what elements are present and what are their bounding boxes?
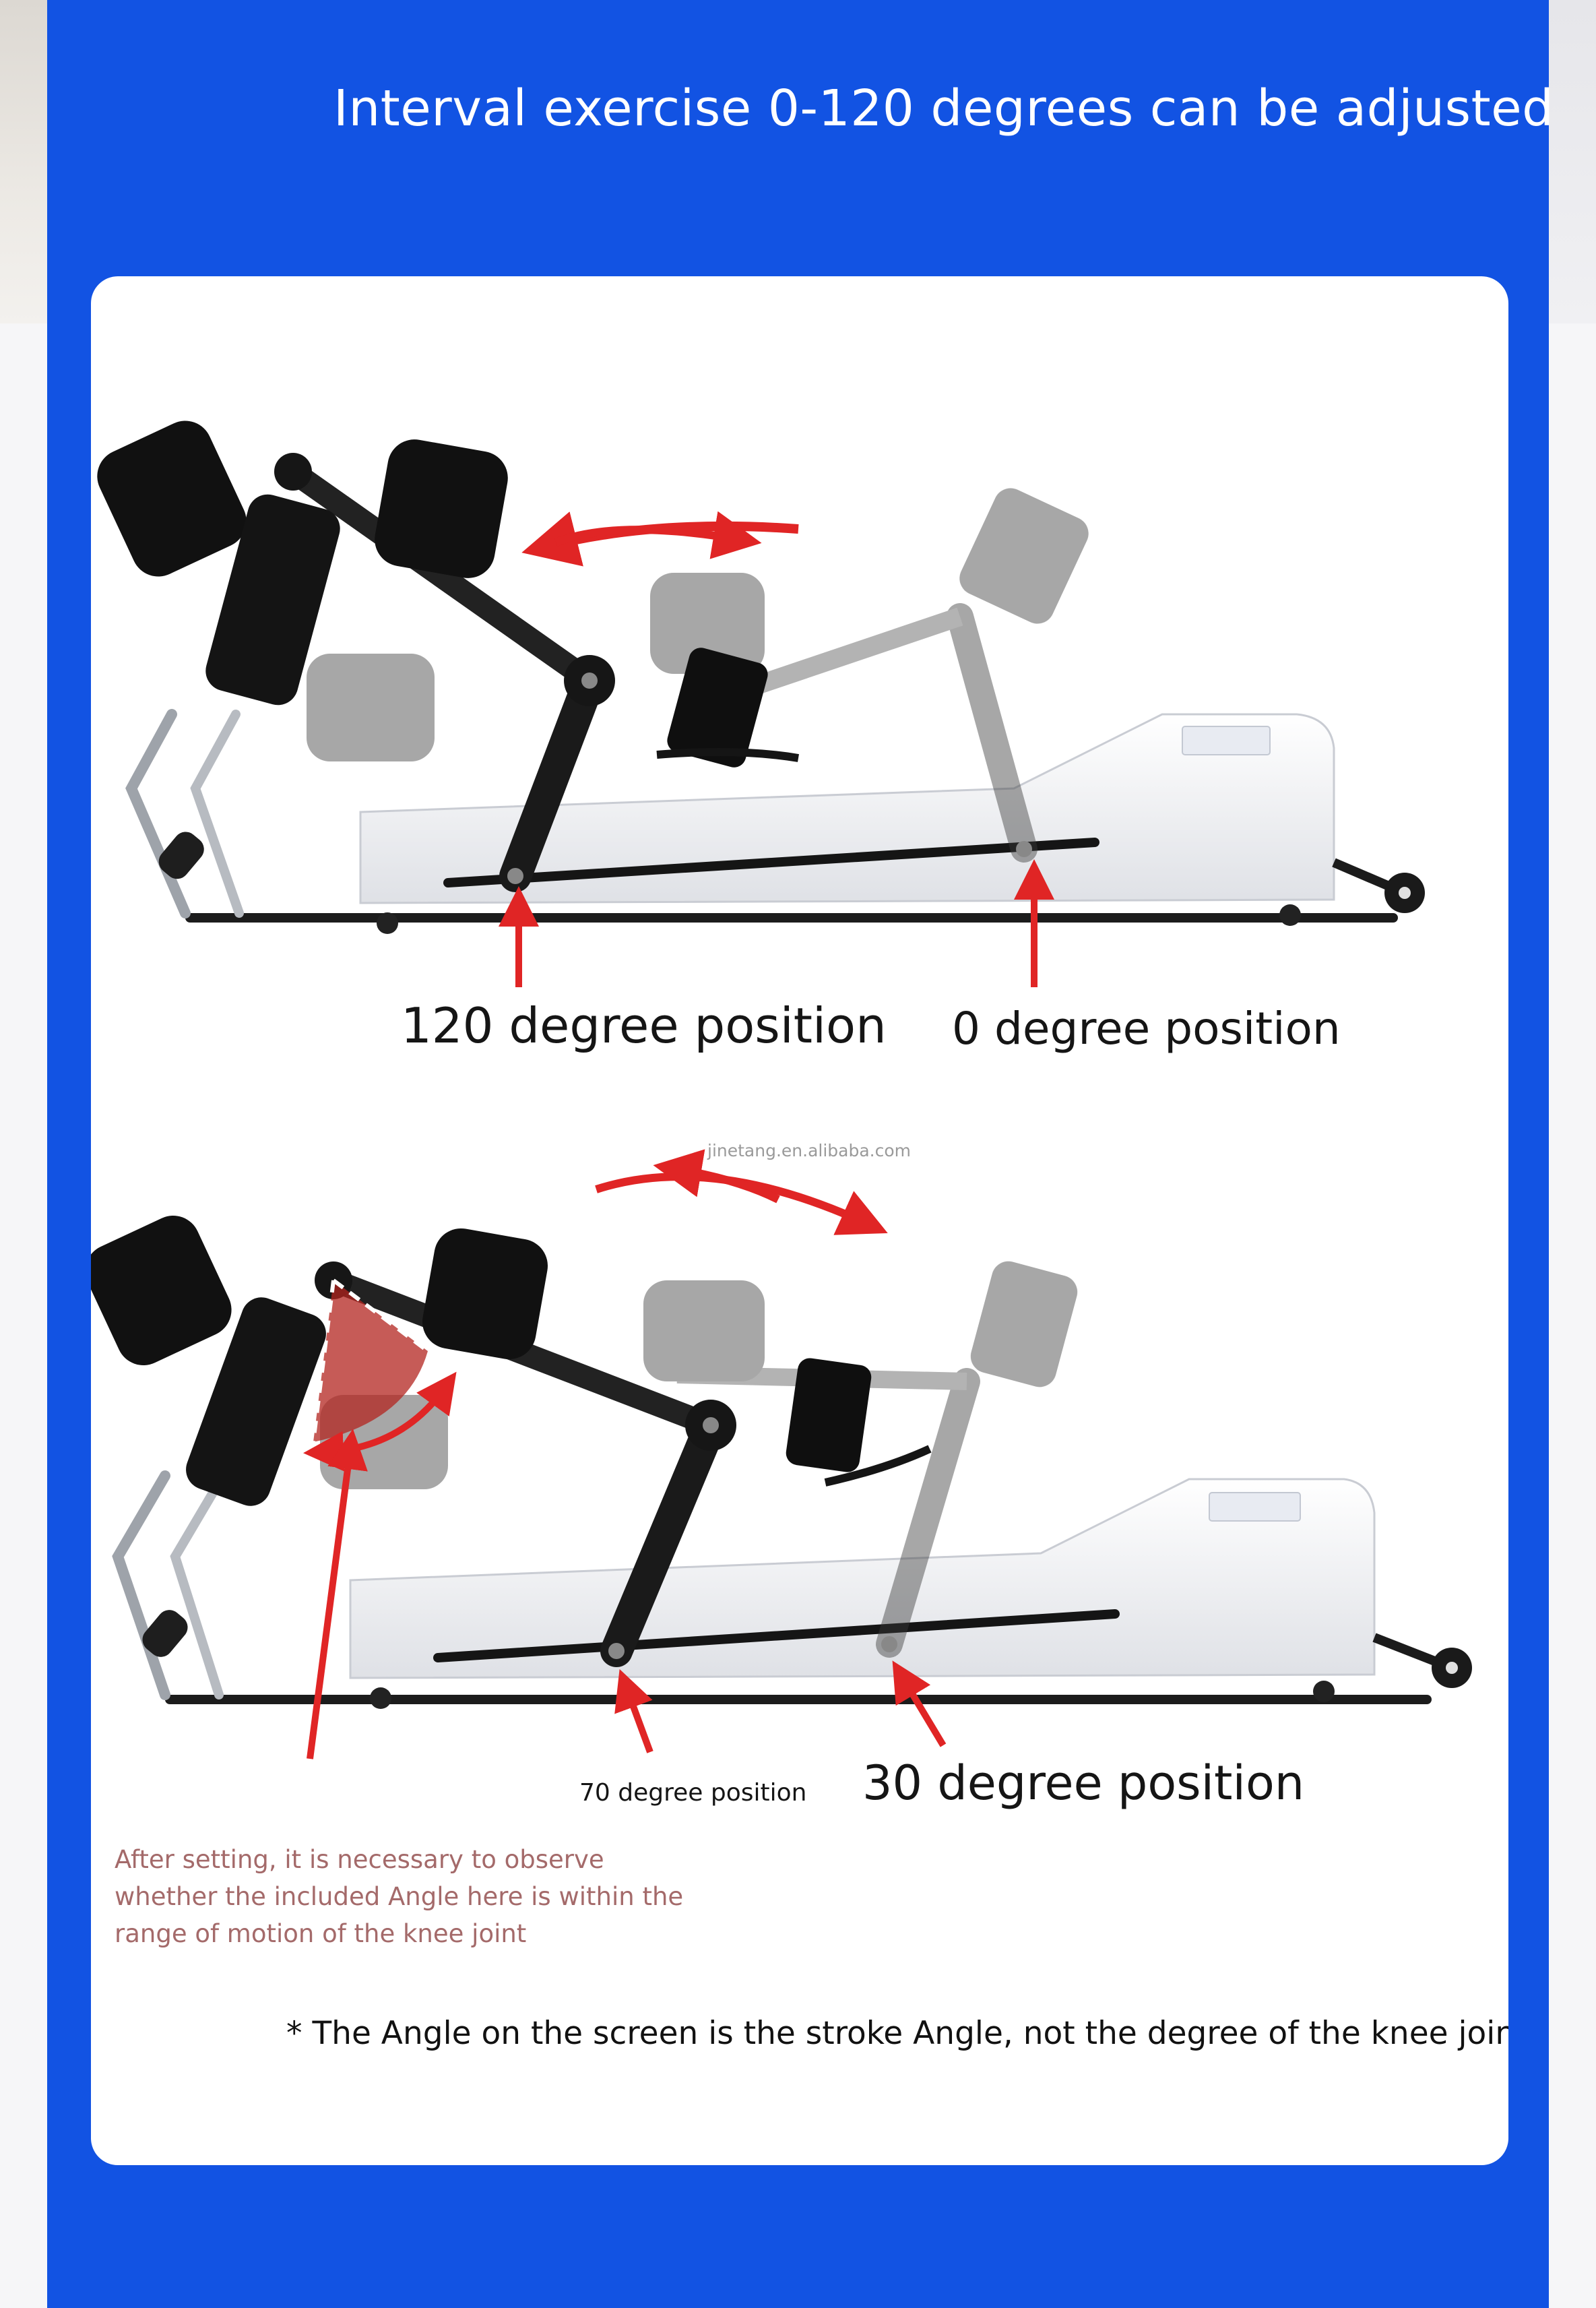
content-card: 120 degree position 0 degree position ji… — [91, 276, 1508, 2165]
pointer-arrow-70 — [614, 1668, 653, 1753]
frame-tube — [190, 710, 244, 918]
thigh-strap — [97, 420, 247, 577]
calf-strap — [422, 1228, 548, 1360]
control-panel — [1209, 1492, 1301, 1522]
device-top — [97, 420, 1425, 987]
watermark: jinetang.en.alibaba.com — [707, 1141, 912, 1160]
thigh-cuff — [205, 494, 340, 706]
track-slot — [443, 838, 1099, 887]
background-photo-left — [0, 0, 47, 323]
background-photo-right — [1549, 0, 1596, 323]
label-0-degree: 0 degree position — [952, 1003, 1341, 1055]
frame-tube — [170, 1478, 224, 1699]
label-30-degree: 30 degree position — [862, 1755, 1305, 1811]
drive-arm — [600, 1409, 727, 1667]
calf-strap — [375, 439, 508, 578]
thigh-strap — [91, 1216, 232, 1365]
frame-tube — [125, 709, 191, 918]
foot-strap — [667, 648, 768, 768]
label-70-degree: 70 degree position — [579, 1779, 807, 1807]
machine-body — [349, 1478, 1376, 1679]
caution-note: After setting, it is necessary to observ… — [115, 1845, 684, 1948]
thigh-cuff — [186, 1297, 326, 1506]
machine-body — [359, 713, 1335, 904]
foot-grip — [142, 1610, 188, 1657]
base-rail — [185, 913, 1398, 923]
foot-strap — [786, 1358, 872, 1472]
track-slot — [433, 1609, 1120, 1662]
label-120-degree: 120 degree position — [401, 997, 887, 1054]
thigh-bar — [282, 460, 601, 692]
device-bottom — [91, 1149, 1472, 1759]
drive-arm — [499, 664, 606, 892]
motion-arrow-left — [653, 1149, 780, 1204]
footnote: * The Angle on the screen is the stroke … — [286, 2015, 1508, 2052]
pointer-arrow-angle — [307, 1429, 368, 1759]
headline: Interval exercise 0-120 degrees can be a… — [333, 80, 1554, 137]
pointer-arrow-30 — [892, 1660, 947, 1747]
frame-tube — [112, 1470, 170, 1700]
foot-grip — [158, 832, 204, 879]
base-rail — [165, 1695, 1432, 1704]
control-panel — [1182, 726, 1271, 755]
ghost-arm-0-degree — [307, 488, 1089, 863]
device-illustrations — [91, 420, 1472, 1759]
motion-arrow-right — [554, 511, 762, 559]
